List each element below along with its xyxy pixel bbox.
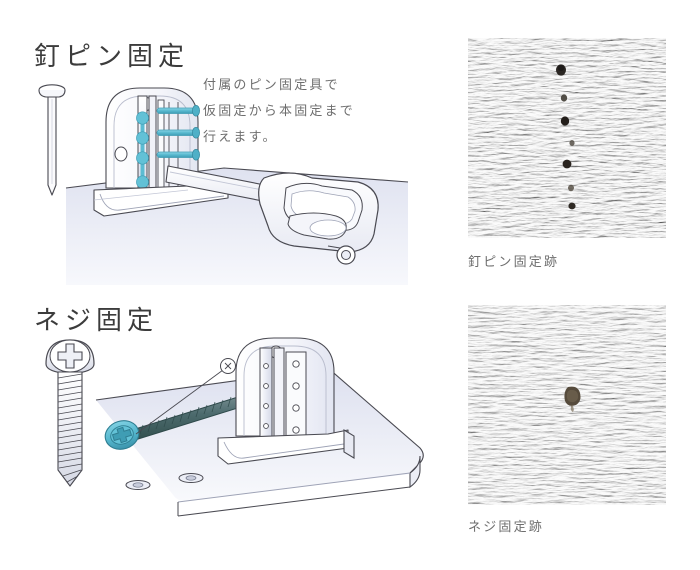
section-heading-screw: ネジ固定 — [34, 305, 159, 335]
screw-photo-caption: ネジ固定跡 — [468, 519, 545, 534]
screw-hole-group — [564, 386, 581, 412]
pin-driver-tool-part — [165, 165, 379, 265]
pin-set-horizontal — [156, 104, 200, 161]
pin-head-column — [136, 111, 149, 189]
pin — [156, 126, 200, 139]
nail-pin-bracket-illustration — [28, 70, 409, 285]
bracket-base-part — [217, 429, 355, 465]
nail-part — [38, 84, 66, 196]
pin — [156, 148, 200, 161]
screw-hole-group — [125, 473, 204, 490]
screw-hole-photo — [468, 305, 666, 505]
section-heading-nail-pin: 釘ピン固定 — [34, 41, 190, 71]
wall-bracket-part — [235, 337, 335, 441]
screw-bracket-illustration — [28, 330, 448, 525]
leader-line — [135, 358, 236, 435]
nail-hole-group — [556, 64, 576, 210]
nail-pin-hole-photo — [468, 38, 666, 238]
description-line: 行えます。 — [203, 129, 278, 144]
nail-pin-photo-caption: 釘ピン固定跡 — [468, 254, 560, 269]
nail-pin-description: 付属のピン固定具で 仮固定から本固定まで 行えます。 — [203, 72, 383, 150]
pin — [156, 104, 200, 117]
description-line: 付属のピン固定具で — [203, 77, 340, 92]
description-line: 仮固定から本固定まで — [203, 103, 356, 118]
screw-part — [45, 339, 95, 487]
